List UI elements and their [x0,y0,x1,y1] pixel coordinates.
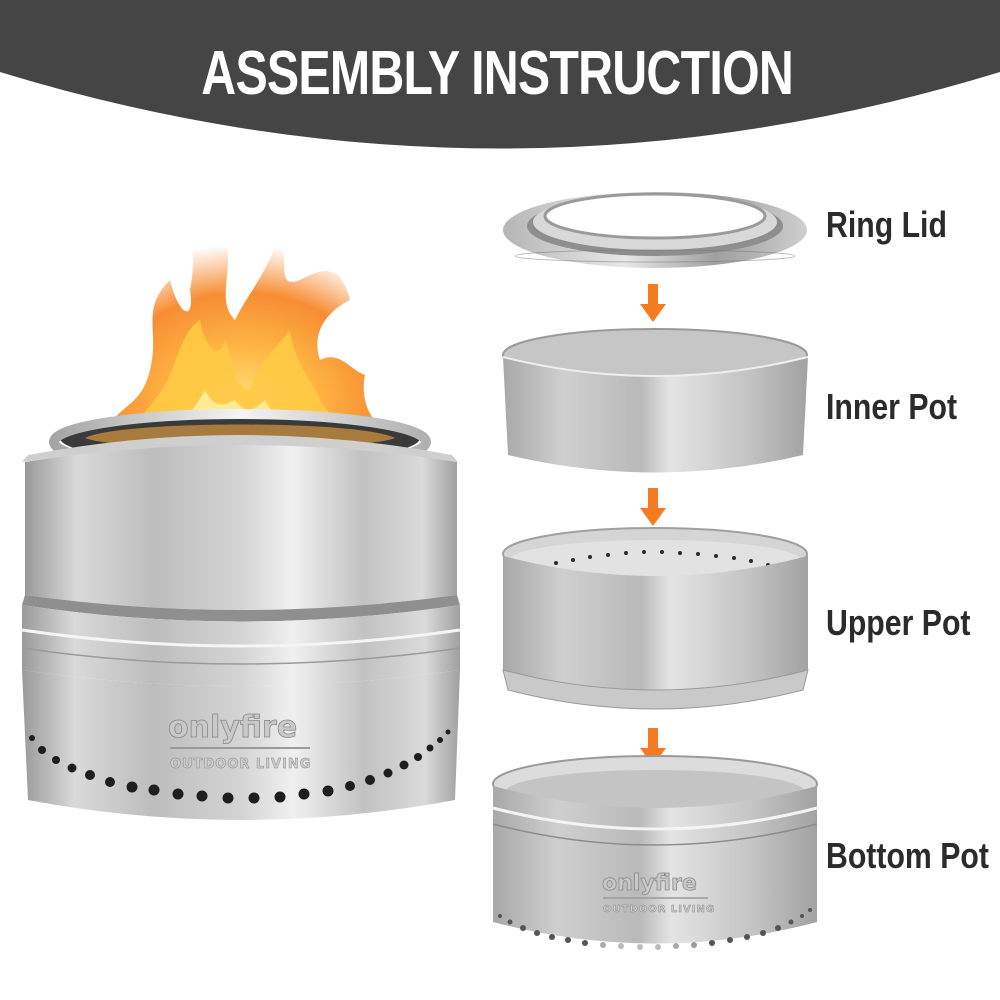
page-title: ASSEMBLY INSTRUCTION [201,39,793,108]
svg-text:OUTDOOR LIVING: OUTDOOR LIVING [603,904,715,915]
brand-logo: onlyfire OUTDOOR LIVING [602,871,715,916]
upper-pot-image [498,520,813,725]
header-curve-shape [0,0,1000,149]
arrow-down-icon [640,488,666,526]
header-banner: ASSEMBLY INSTRUCTION [0,0,1000,150]
assembled-fire-pit-image: onlyfire OUTDOOR LIVING [20,200,480,840]
ring-lid-image [500,180,810,275]
svg-text:onlyfire: onlyfire [602,871,697,896]
part-label-bottom-pot: Bottom Pot [826,835,989,876]
brand-logo: onlyfire OUTDOOR LIVING [168,710,311,773]
part-label-ring-lid: Ring Lid [826,204,947,245]
inner-pot-image [498,325,813,485]
svg-text:OUTDOOR LIVING: OUTDOOR LIVING [170,757,311,772]
bottom-pot-image: onlyfire OUTDOOR LIVING [490,750,820,960]
flames [100,210,385,440]
part-label-upper-pot: Upper Pot [826,602,971,643]
arrow-down-icon [640,284,666,322]
svg-text:onlyfire: onlyfire [168,710,297,745]
part-label-inner-pot: Inner Pot [826,386,958,427]
vent-holes [29,729,451,804]
